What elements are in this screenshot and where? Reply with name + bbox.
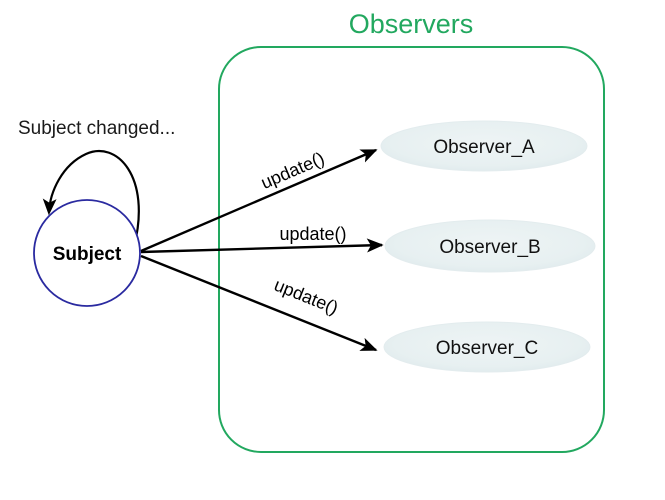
observer-b-label: Observer_B	[439, 237, 540, 258]
edge-line-c	[140, 254, 378, 352]
observer-node-c[interactable]: Observer_C	[383, 321, 591, 373]
observers-group-title: Observers	[349, 9, 474, 39]
edge-subject-to-observer-b: update()	[140, 224, 384, 254]
observer-a-ellipse[interactable]	[380, 120, 588, 172]
observer-c-ellipse[interactable]	[383, 321, 591, 373]
observer-c-label: Observer_C	[436, 338, 538, 359]
subject-circle[interactable]	[33, 199, 141, 307]
observer-node-a[interactable]: Observer_A	[380, 120, 588, 172]
edge-line-a	[140, 148, 378, 253]
observer-b-ellipse[interactable]	[384, 219, 596, 273]
subject-node[interactable]: Subject	[33, 199, 141, 307]
edge-subject-to-observer-c: update()	[140, 254, 378, 352]
observer-a-label: Observer_A	[433, 137, 535, 158]
edge-line-b	[140, 238, 384, 254]
observer-node-b[interactable]: Observer_B	[384, 219, 596, 273]
edge-label-update-b: update()	[279, 224, 346, 244]
self-notify-loop-arrow	[42, 149, 140, 248]
subject-changed-note: Subject changed...	[18, 118, 175, 139]
subject-label: Subject	[53, 244, 122, 265]
